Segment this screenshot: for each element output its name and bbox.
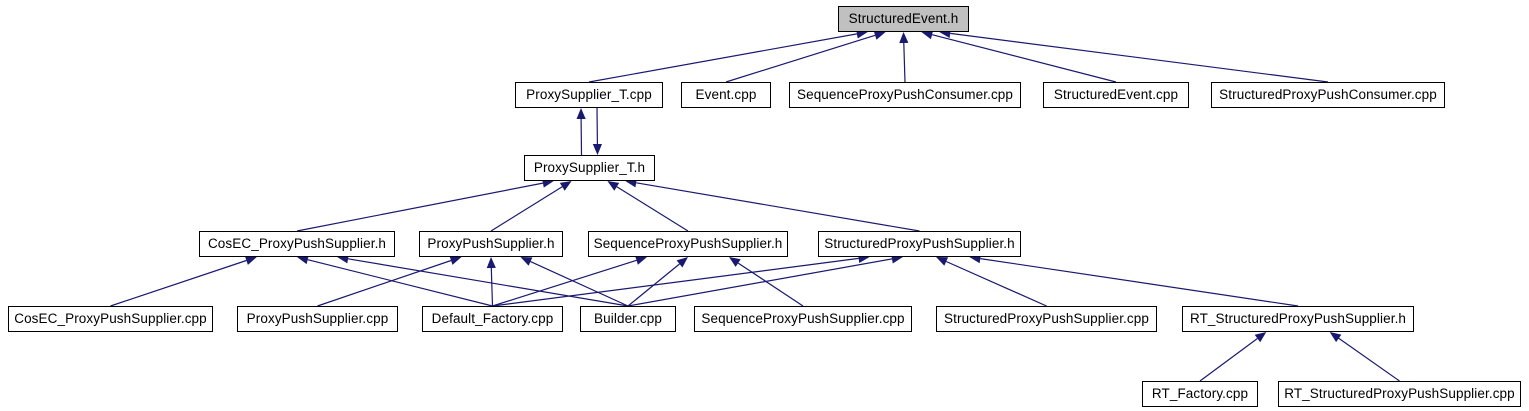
graph-edge-default_factory_cpp-to-sequenceproxypushsupplier_h — [492, 259, 637, 307]
graph-edge-rt_structuredproxypushsupplier_h-to-structuredproxypushsupplier_h — [980, 258, 1299, 307]
graph-edge-proxypushsupplier_h-to-proxysupplier_t_h — [490, 186, 563, 232]
graph-edge-builder_cpp-to-proxypushsupplier_h — [530, 261, 629, 307]
graph-node-label: ProxySupplier_T.h — [533, 160, 646, 176]
graph-node-label: ProxyPushSupplier.cpp — [246, 311, 389, 327]
graph-arrowhead-rt_factory_cpp-to-rt_structuredproxypushsupplier_h — [1254, 332, 1267, 343]
graph-arrowhead-sequenceproxypushconsumer_cpp-to-structuredevent_h — [899, 32, 909, 44]
graph-node-label: StructuredEvent.h — [848, 11, 959, 27]
graph-edge-default_factory_cpp-to-structuredproxypushsupplier_h — [492, 257, 859, 307]
graph-arrowhead-default_factory_cpp-to-proxypushsupplier_h — [486, 257, 496, 269]
graph-node-label: StructuredEvent.cpp — [1053, 87, 1179, 103]
graph-node-label: CosEC_ProxyPushSupplier.h — [207, 236, 387, 252]
graph-node-builder_cpp[interactable]: Builder.cpp — [580, 306, 676, 332]
graph-node-label: RT_StructuredProxyPushSupplier.h — [1189, 311, 1407, 327]
graph-node-sequenceproxypushsupplier_h[interactable]: SequenceProxyPushSupplier.h — [588, 231, 788, 257]
graph-edge-cosec_proxypushsupplier_cpp-to-cosec_proxypushsupplier_h — [110, 259, 247, 307]
graph-edge-builder_cpp-to-structuredproxypushsupplier_h — [627, 258, 893, 307]
graph-edge-sequenceproxypushsupplier_cpp-to-sequenceproxypushsupplier_h — [737, 262, 804, 307]
graph-node-label: SequenceProxyPushSupplier.cpp — [701, 311, 905, 327]
graph-node-label: SequenceProxyPushSupplier.h — [593, 236, 783, 252]
graph-arrowhead-builder_cpp-to-sequenceproxypushsupplier_h — [676, 257, 688, 268]
graph-node-label: Event.cpp — [695, 87, 757, 103]
graph-arrowhead-builder_cpp-to-proxypushsupplier_h — [520, 257, 533, 266]
graph-node-label: ProxyPushSupplier.h — [427, 236, 555, 252]
graph-node-rt_structuredproxypushsupplier_cpp[interactable]: RT_StructuredProxyPushSupplier.cpp — [1278, 381, 1521, 407]
graph-arrowhead-sequenceproxypushsupplier_h-to-proxysupplier_t_h — [607, 181, 620, 191]
graph-edge-event_cpp-to-structuredevent_h — [725, 34, 876, 83]
graph-edge-rt_structuredproxypushsupplier_cpp-to-rt_structuredproxypushsupplier_h — [1338, 337, 1400, 382]
graph-node-label: RT_StructuredProxyPushSupplier.cpp — [1284, 386, 1515, 402]
graph-node-label: Builder.cpp — [594, 311, 662, 327]
graph-node-label: StructuredProxyPushSupplier.h — [824, 236, 1015, 252]
graph-arrowhead-structuredproxypushsupplier_cpp-to-structuredproxypushsupplier_h — [936, 257, 949, 266]
graph-node-structuredevent_cpp[interactable]: StructuredEvent.cpp — [1043, 82, 1189, 108]
graph-node-label: StructuredProxyPushConsumer.cpp — [1219, 87, 1437, 103]
graph-edge-structuredproxypushsupplier_cpp-to-structuredproxypushsupplier_h — [945, 260, 1047, 307]
graph-arrowhead-proxysupplier_t_h-to-proxysupplier_t_cpp — [576, 108, 586, 119]
graph-node-proxysupplier_t_h[interactable]: ProxySupplier_T.h — [524, 155, 655, 181]
graph-node-rt_factory_cpp[interactable]: RT_Factory.cpp — [1142, 381, 1258, 407]
graph-node-rt_structuredproxypushsupplier_h[interactable]: RT_StructuredProxyPushSupplier.h — [1182, 306, 1414, 332]
graph-edge-default_factory_cpp-to-proxypushsupplier_h — [490, 267, 494, 307]
graph-node-label: StructuredProxyPushSupplier.cpp — [944, 311, 1149, 327]
graph-edge-default_factory_cpp-to-cosec_proxypushsupplier_h — [307, 259, 493, 307]
graph-node-label: SequenceProxyPushConsumer.cpp — [796, 87, 1014, 103]
graph-edge-structuredevent_cpp-to-structuredevent_h — [931, 34, 1117, 83]
graph-arrowhead-event_cpp-to-structuredevent_h — [873, 30, 886, 40]
graph-edge-proxypushsupplier_cpp-to-proxypushsupplier_h — [317, 259, 452, 307]
graph-edge-cosec_proxypushsupplier_h-to-proxysupplier_t_h — [296, 182, 544, 232]
graph-node-structuredproxypushsupplier_cpp[interactable]: StructuredProxyPushSupplier.cpp — [936, 306, 1157, 332]
graph-edge-builder_cpp-to-cosec_proxypushsupplier_h — [347, 258, 629, 307]
graph-node-cosec_proxypushsupplier_cpp[interactable]: CosEC_ProxyPushSupplier.cpp — [8, 306, 213, 332]
graph-arrowhead-sequenceproxypushsupplier_cpp-to-sequenceproxypushsupplier_h — [729, 257, 741, 267]
graph-node-proxypushsupplier_cpp[interactable]: ProxyPushSupplier.cpp — [237, 306, 398, 332]
graph-node-cosec_proxypushsupplier_h[interactable]: CosEC_ProxyPushSupplier.h — [199, 231, 395, 257]
graph-node-event_cpp[interactable]: Event.cpp — [681, 82, 771, 108]
graph-node-label: ProxySupplier_T.cpp — [526, 87, 652, 103]
graph-node-structuredproxypushconsumer_cpp[interactable]: StructuredProxyPushConsumer.cpp — [1211, 82, 1445, 108]
graph-node-structuredevent_h[interactable]: StructuredEvent.h — [838, 6, 969, 32]
graph-arrowhead-proxypushsupplier_cpp-to-proxypushsupplier_h — [449, 256, 462, 265]
graph-arrowhead-cosec_proxypushsupplier_cpp-to-cosec_proxypushsupplier_h — [244, 256, 257, 265]
graph-node-proxysupplier_t_cpp[interactable]: ProxySupplier_T.cpp — [515, 82, 663, 108]
graph-arrowhead-rt_structuredproxypushsupplier_cpp-to-rt_structuredproxypushsupplier_h — [1329, 332, 1342, 343]
graph-node-label: RT_Factory.cpp — [1151, 386, 1249, 402]
graph-edge-structuredproxypushsupplier_h-to-proxysupplier_t_h — [636, 182, 920, 232]
graph-arrowhead-default_factory_cpp-to-sequenceproxypushsupplier_h — [635, 255, 647, 265]
graph-edge-builder_cpp-to-sequenceproxypushsupplier_h — [627, 263, 680, 307]
graph-node-default_factory_cpp[interactable]: Default_Factory.cpp — [422, 306, 563, 332]
graph-edge-sequenceproxypushconsumer_cpp-to-structuredevent_h — [903, 42, 906, 83]
graph-node-sequenceproxypushsupplier_cpp[interactable]: SequenceProxyPushSupplier.cpp — [694, 306, 912, 332]
graph-edge-sequenceproxypushsupplier_h-to-proxysupplier_t_h — [616, 186, 689, 232]
graph-edge-proxysupplier_t_cpp-to-structuredevent_h — [588, 33, 858, 83]
graph-edge-rt_factory_cpp-to-rt_structuredproxypushsupplier_h — [1199, 338, 1258, 382]
graph-node-structuredproxypushsupplier_h[interactable]: StructuredProxyPushSupplier.h — [818, 231, 1021, 257]
graph-node-sequenceproxypushconsumer_cpp[interactable]: SequenceProxyPushConsumer.cpp — [789, 82, 1021, 108]
graph-arrowhead-proxypushsupplier_h-to-proxysupplier_t_h — [559, 181, 572, 191]
graph-arrowhead-proxysupplier_t_cpp-to-proxysupplier_t_h — [592, 144, 602, 155]
graph-node-label: CosEC_ProxyPushSupplier.cpp — [14, 311, 207, 327]
graph-edge-structuredproxypushconsumer_cpp-to-structuredevent_h — [950, 32, 1329, 83]
graph-node-proxypushsupplier_h[interactable]: ProxyPushSupplier.h — [419, 231, 563, 257]
graph-node-label: Default_Factory.cpp — [431, 311, 554, 327]
